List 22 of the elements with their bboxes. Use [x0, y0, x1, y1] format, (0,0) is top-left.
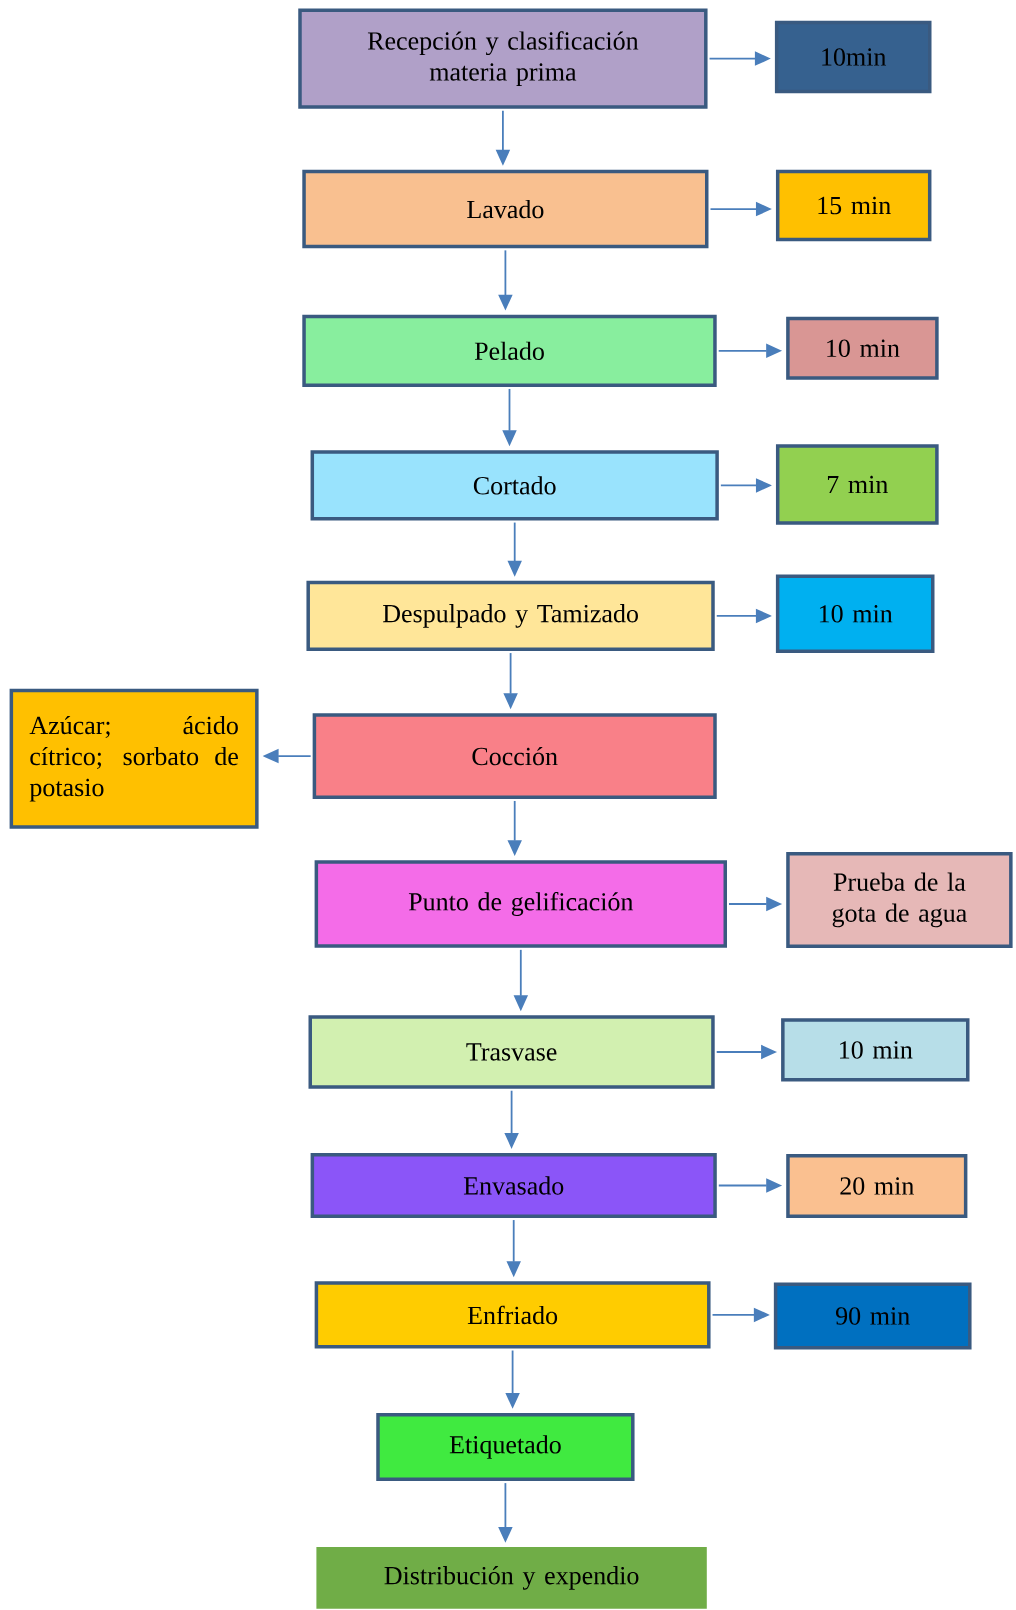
- duration-box: 90 min: [773, 1282, 972, 1350]
- duration-box: 10 min: [781, 1018, 970, 1082]
- process-box: Envasado: [310, 1152, 717, 1219]
- process-box: Cortado: [310, 450, 719, 521]
- duration-box: 20 min: [786, 1153, 968, 1219]
- process-box: Recepción y clasificación materia prima: [298, 8, 708, 109]
- process-box: Enfriado: [314, 1281, 711, 1349]
- process-box: Etiquetado: [376, 1412, 635, 1482]
- process-box: Pelado: [302, 314, 717, 387]
- duration-box: 10 min: [786, 316, 939, 380]
- process-box: Punto de gelificación: [314, 860, 727, 948]
- process-box: Distribución y expendio: [316, 1547, 707, 1609]
- duration-box: 10min: [774, 20, 932, 94]
- ingredients-box: Azúcar; ácido cítrico; sorbato de potasio: [9, 688, 259, 829]
- duration-box: 10 min: [775, 574, 935, 654]
- duration-box: 7 min: [775, 444, 939, 525]
- process-box: Trasvase: [308, 1015, 715, 1089]
- duration-box: Prueba de la gota de agua: [786, 851, 1013, 948]
- process-box: Cocción: [312, 713, 717, 799]
- process-box: Despulpado y Tamizado: [306, 580, 715, 652]
- duration-box: 15 min: [775, 169, 932, 242]
- process-box: Lavado: [302, 169, 709, 249]
